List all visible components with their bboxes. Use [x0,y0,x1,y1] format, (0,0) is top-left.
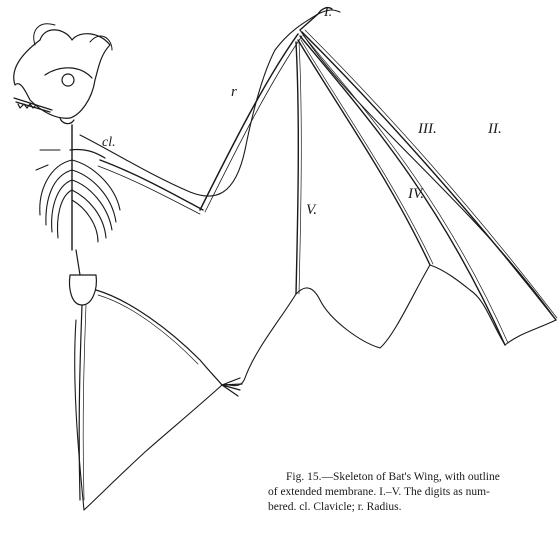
skull [14,30,110,124]
radius-bone [200,34,298,210]
clavicle-bone [70,149,105,158]
caption-line-1: Fig. 15.—Skeleton of Bat's Wing, with ou… [268,470,558,485]
spine-and-hindlimb [70,250,243,500]
figure-caption: Fig. 15.—Skeleton of Bat's Wing, with ou… [268,470,558,515]
label-digit-1: I. [323,5,332,20]
digit-2-bone [302,32,556,320]
label-radius: r [231,84,237,100]
digit-3-bone [300,36,505,345]
label-digit-5: V. [306,202,317,218]
wing-membrane-outline [75,10,556,510]
humerus-bone [100,160,203,210]
label-digit-2: II. [487,121,502,137]
label-digit-3: III. [417,121,437,137]
caption-line-2: of extended membrane. I.–V. The digits a… [268,485,558,500]
label-clavicle: cl. [102,135,116,150]
caption-line-3: bered. cl. Clavicle; r. Radius. [268,500,558,515]
digit-5-bone [296,42,298,294]
digit-4-bone [298,40,430,265]
label-digit-4: IV. [407,186,424,202]
wing-digit-bones [296,8,557,345]
